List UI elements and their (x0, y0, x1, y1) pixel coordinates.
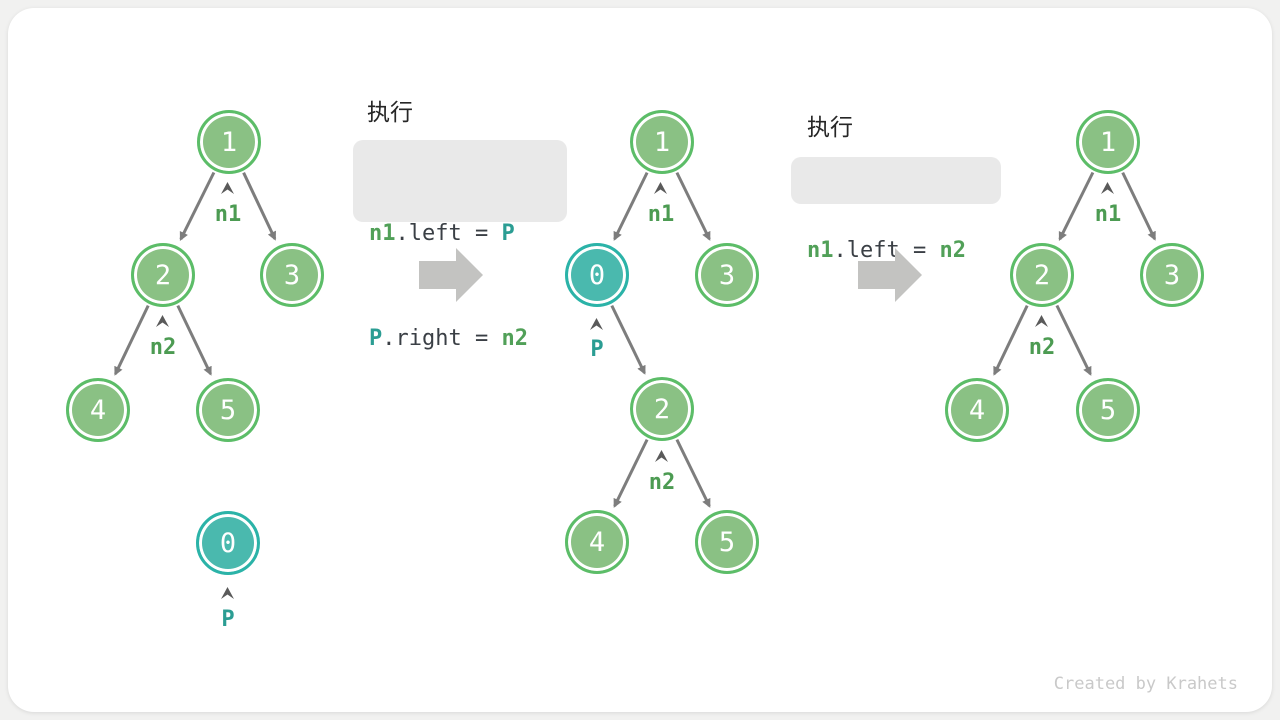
code-token: P (369, 326, 383, 351)
code-token: .right = (382, 326, 502, 351)
node-value: 5 (718, 526, 736, 558)
node-value: 2 (154, 259, 172, 291)
figure-card (8, 8, 1272, 712)
step2-code-block: n1.left = n2 (791, 157, 1001, 263)
tree-node: 5 (196, 378, 260, 442)
node-value: 3 (1163, 259, 1181, 291)
node-value: 4 (89, 394, 107, 426)
code-line: n1.left = n2 (807, 233, 985, 268)
node-value: 3 (718, 259, 736, 291)
tree-node: 2 (131, 243, 195, 307)
tree-node: 3 (260, 243, 324, 307)
node-value: 5 (1099, 394, 1117, 426)
code-token: n2 (501, 326, 528, 351)
tree-node: 2 (1010, 243, 1074, 307)
node-value: 0 (588, 259, 606, 291)
pointer-label-n1: n1 (214, 202, 242, 227)
node-value: 1 (653, 126, 671, 158)
tree-node: 4 (565, 510, 629, 574)
pointer-label-p: P (590, 337, 604, 362)
tree-node: 5 (1076, 378, 1140, 442)
pointer-label-n2: n2 (648, 470, 676, 495)
node-value: 1 (1099, 126, 1117, 158)
node-value: 2 (1033, 259, 1051, 291)
node-value: 0 (219, 527, 237, 559)
code-token: n1 (807, 238, 834, 263)
tree-node-p: 0 (565, 243, 629, 307)
code-token: n2 (939, 238, 966, 263)
pointer-label-n1: n1 (647, 202, 675, 227)
step1-code-block: n1.left = P P.right = n2 (353, 140, 567, 351)
tree-node: 1 (197, 110, 261, 174)
node-value: 3 (283, 259, 301, 291)
tree-node-detached-p: 0 (196, 511, 260, 575)
tree-node: 1 (630, 110, 694, 174)
tree-node: 1 (1076, 110, 1140, 174)
transition-arrow-icon (858, 248, 922, 302)
node-value: 5 (219, 394, 237, 426)
tree-node: 3 (695, 243, 759, 307)
tree-node: 5 (695, 510, 759, 574)
credit-text: Created by Krahets (1053, 674, 1238, 694)
tree-node: 4 (66, 378, 130, 442)
pointer-label-n1: n1 (1094, 202, 1122, 227)
pointer-label-n2: n2 (149, 335, 177, 360)
tree-node: 3 (1140, 243, 1204, 307)
step2-title: 执行 (807, 114, 853, 140)
transition-arrow-icon (419, 248, 483, 302)
pointer-label-n2: n2 (1028, 335, 1056, 360)
code-token: .left = (395, 221, 502, 246)
tree-node: 4 (945, 378, 1009, 442)
code-token: n1 (369, 221, 396, 246)
tree-node: 2 (630, 377, 694, 441)
code-token: .left = (833, 238, 940, 263)
node-value: 4 (968, 394, 986, 426)
code-line: P.right = n2 (369, 321, 551, 356)
step1-title: 执行 (367, 99, 413, 125)
code-token: P (501, 221, 515, 246)
node-value: 1 (220, 126, 238, 158)
node-value: 4 (588, 526, 606, 558)
code-line: n1.left = P (369, 216, 551, 251)
pointer-label-p: P (221, 607, 235, 632)
node-value: 2 (653, 393, 671, 425)
